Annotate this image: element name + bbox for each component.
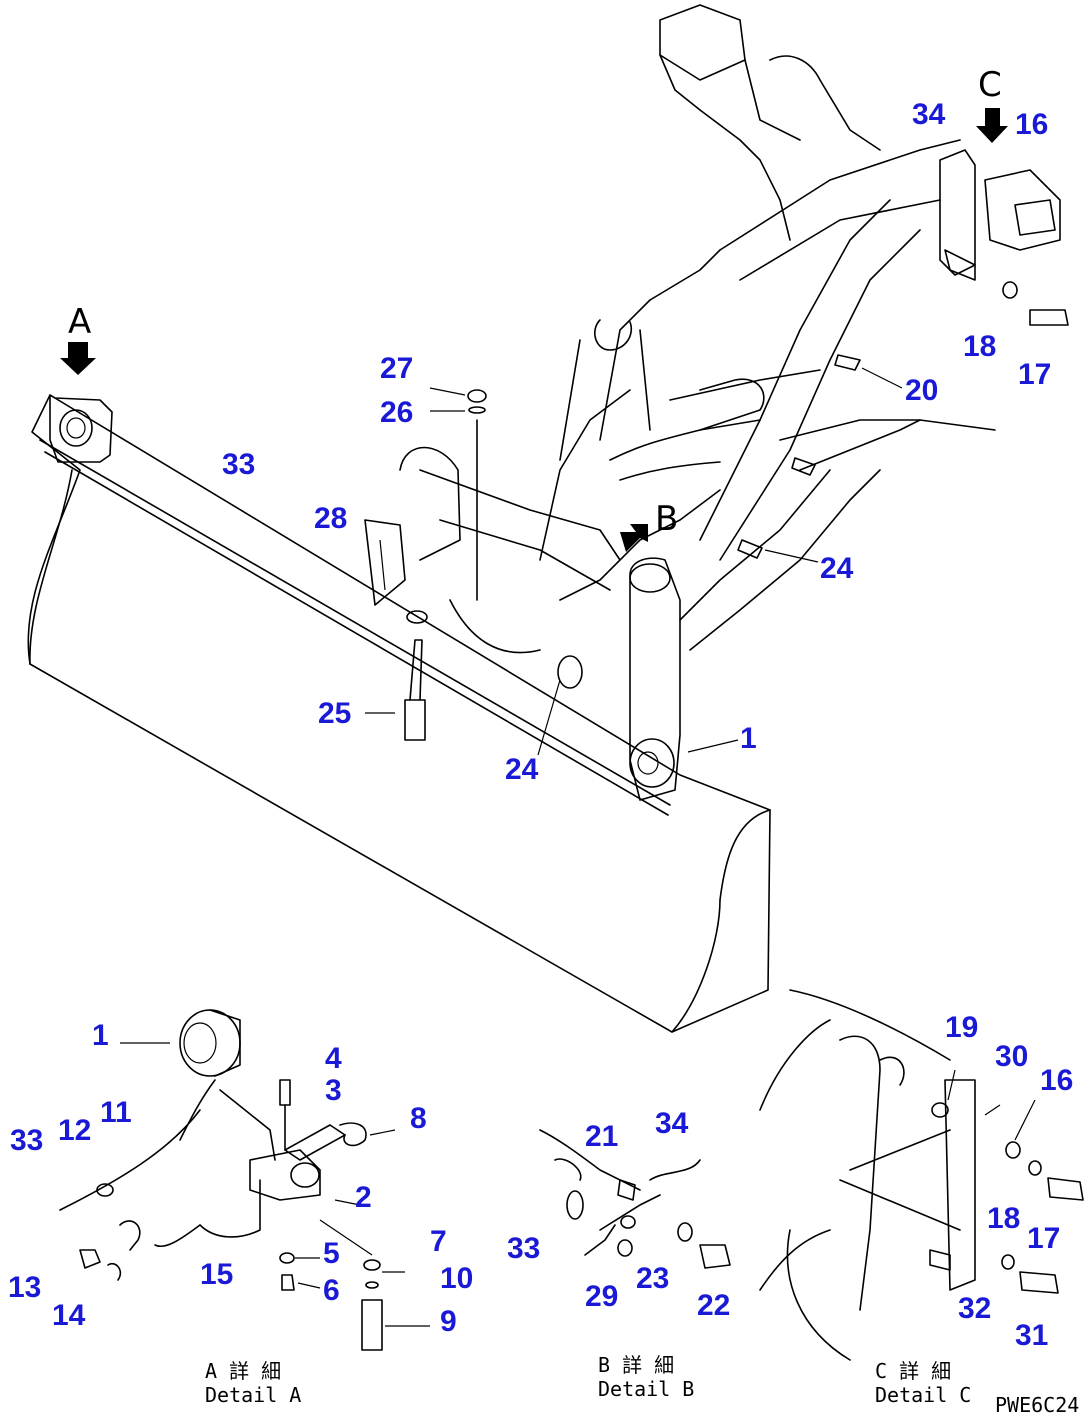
detail-c-caption: Detail C xyxy=(875,1383,971,1407)
callout-20: 20 xyxy=(905,374,938,407)
detail-c-caption-jp: C 詳 細 xyxy=(875,1359,951,1383)
detail-b-caption: Detail B xyxy=(598,1377,694,1401)
callout-28: 28 xyxy=(314,502,347,535)
view-b-arrow xyxy=(620,524,648,552)
callout-27: 27 xyxy=(380,352,413,385)
callout-b-21: 21 xyxy=(585,1120,618,1153)
callout-c-17: 17 xyxy=(1027,1222,1060,1255)
view-a-arrow xyxy=(60,342,96,375)
callout-b-23: 23 xyxy=(636,1262,669,1295)
detail-b-callouts: 21 34 33 29 23 22 xyxy=(507,1107,730,1322)
callout-24-lower: 24 xyxy=(505,753,539,786)
callout-1: 1 xyxy=(740,722,757,755)
callout-a-13: 13 xyxy=(8,1271,41,1304)
detail-a-caption-jp: A 詳 細 xyxy=(205,1359,281,1383)
callout-17: 17 xyxy=(1018,358,1051,391)
view-letter-a: A xyxy=(68,302,91,342)
detail-c-drawing xyxy=(759,989,1084,1361)
callout-a-15: 15 xyxy=(200,1258,233,1291)
callout-a-5: 5 xyxy=(323,1237,340,1270)
callout-33: 33 xyxy=(222,448,255,481)
callout-c-18: 18 xyxy=(987,1202,1020,1235)
callout-a-3: 3 xyxy=(325,1074,342,1107)
callout-16: 16 xyxy=(1015,108,1048,141)
callout-24-right: 24 xyxy=(820,552,854,585)
callout-a-10: 10 xyxy=(440,1262,473,1295)
drawing-code: PWE6C24 xyxy=(995,1393,1079,1417)
callout-a-9: 9 xyxy=(440,1305,457,1338)
callout-c-16: 16 xyxy=(1040,1064,1073,1097)
callout-a-11: 11 xyxy=(100,1096,132,1129)
main-callouts: 34 16 18 17 20 27 26 33 28 24 24 25 1 xyxy=(222,98,1051,786)
callout-c-19: 19 xyxy=(945,1011,978,1044)
detail-b-drawing xyxy=(539,1129,731,1269)
callout-b-34: 34 xyxy=(655,1107,689,1140)
callout-c-30: 30 xyxy=(995,1040,1028,1073)
callout-34: 34 xyxy=(912,98,946,131)
callout-a-6: 6 xyxy=(323,1274,340,1307)
callout-a-1: 1 xyxy=(92,1019,109,1052)
view-c-arrow xyxy=(976,108,1008,143)
detail-c-callouts: 19 30 16 18 17 32 31 xyxy=(945,1011,1073,1352)
callout-c-32: 32 xyxy=(958,1292,991,1325)
blade-drawing xyxy=(27,4,1069,1033)
callout-b-29: 29 xyxy=(585,1280,618,1313)
detail-a-caption: Detail A xyxy=(205,1383,301,1407)
callout-b-33: 33 xyxy=(507,1232,540,1265)
callout-18: 18 xyxy=(963,330,996,363)
callout-a-14: 14 xyxy=(52,1299,86,1332)
callout-c-31: 31 xyxy=(1015,1319,1048,1352)
detail-a-drawing xyxy=(59,1009,430,1351)
callout-a-12: 12 xyxy=(58,1114,91,1147)
detail-a-callouts: 1 4 3 8 33 12 11 2 7 10 5 6 15 13 14 9 xyxy=(8,1019,473,1338)
callout-a-8: 8 xyxy=(410,1102,427,1135)
callout-a-4: 4 xyxy=(325,1042,342,1075)
callout-26: 26 xyxy=(380,396,413,429)
callout-b-22: 22 xyxy=(697,1289,730,1322)
callout-25: 25 xyxy=(318,697,351,730)
callout-a-33: 33 xyxy=(10,1124,43,1157)
callout-a-2: 2 xyxy=(355,1181,372,1214)
callout-a-7: 7 xyxy=(430,1225,447,1258)
view-letter-b: B xyxy=(655,499,678,539)
detail-b-caption-jp: B 詳 細 xyxy=(598,1353,674,1377)
view-letter-c: C xyxy=(978,65,1002,105)
